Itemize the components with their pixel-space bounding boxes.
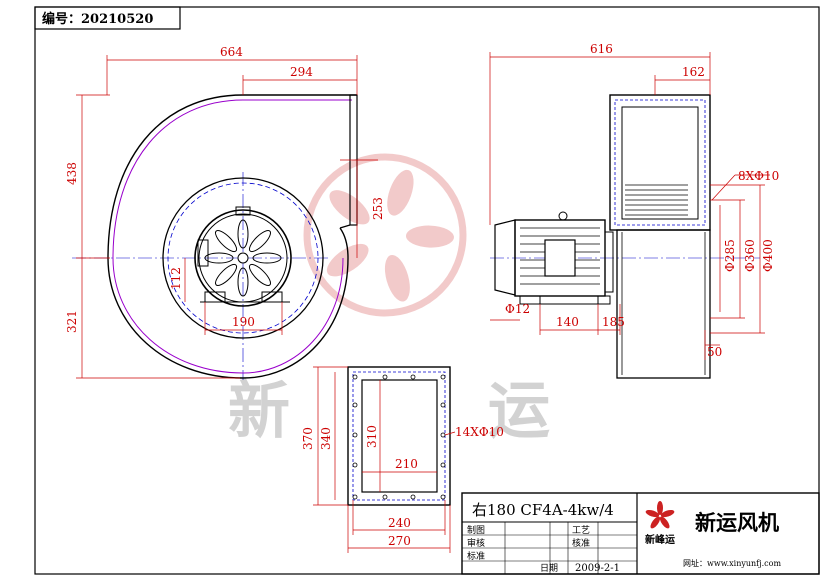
dim-664: 664: [220, 45, 243, 59]
side-dimensions: [489, 52, 770, 360]
dim-d360: Φ360: [743, 239, 757, 272]
dim-d400: Φ400: [761, 239, 775, 272]
dim-112: 112: [169, 267, 183, 290]
company-logo-icon: [645, 501, 675, 529]
label-process: 工艺: [572, 525, 590, 536]
front-view: [72, 94, 358, 380]
label-draw: 制图: [467, 524, 485, 536]
dim-321: 321: [65, 310, 79, 333]
logo-text: 新峰运: [645, 533, 675, 546]
date-value: 2009-2-1: [575, 563, 620, 574]
dim-340: 340: [319, 427, 333, 450]
title-block: [461, 492, 820, 575]
watermark-logo: [303, 153, 467, 317]
flange-view: [347, 366, 451, 506]
dim-616: 616: [590, 42, 613, 56]
label-check: 核准: [572, 537, 590, 549]
label-review: 审核: [467, 537, 485, 549]
company-website: 网址：www.xinyunfj.com: [683, 558, 781, 568]
dim-240: 240: [388, 516, 411, 530]
side-view: [490, 94, 760, 379]
drawing-number: 编号：20210520: [42, 11, 153, 27]
dim-140: 140: [556, 315, 579, 329]
dim-d285: Φ285: [723, 239, 737, 272]
sheet-border: [34, 6, 820, 575]
title-model: 右180 CF4A-4kw/4: [472, 501, 614, 519]
dim-185: 185: [602, 315, 625, 329]
dim-294: 294: [290, 65, 313, 79]
dim-190: 190: [232, 315, 255, 329]
company-name: 新运风机: [695, 510, 779, 535]
drawing-number-box: [34, 6, 181, 30]
watermark-char-left: 新: [228, 374, 290, 447]
dim-50: 50: [707, 345, 722, 359]
dim-162: 162: [682, 65, 705, 79]
dim-253: 253: [371, 197, 385, 220]
label-date: 日期: [540, 563, 558, 574]
dim-8x10: 8XΦ10: [738, 169, 779, 183]
dim-270: 270: [388, 534, 411, 548]
dim-310: 310: [365, 425, 379, 448]
dim-14x10: 14XΦ10: [455, 425, 504, 439]
dim-210: 210: [395, 457, 418, 471]
dim-438: 438: [65, 162, 79, 185]
label-stds: 标准: [467, 550, 485, 562]
dim-370: 370: [301, 427, 315, 450]
dim-d12: Φ12: [505, 302, 530, 316]
front-dimensions: [76, 55, 378, 379]
flange-dimensions: [313, 366, 456, 553]
watermark-char-right: 运: [488, 374, 550, 447]
